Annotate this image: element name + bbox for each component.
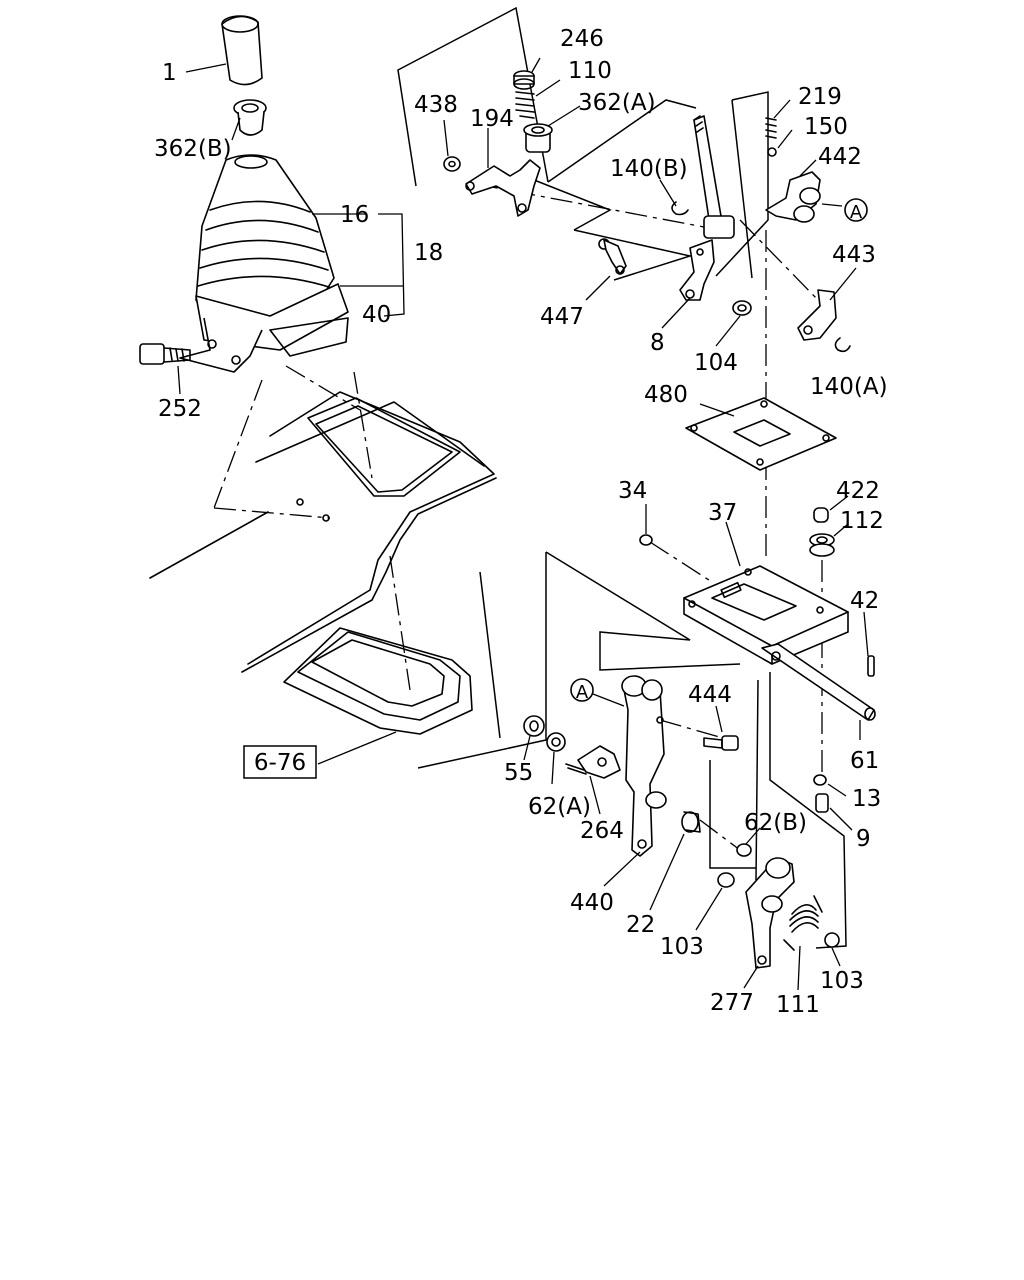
leader-lines <box>177 57 869 991</box>
callout-62b: 62(B) <box>744 810 807 836</box>
bushing-362b <box>233 99 267 136</box>
callout-42: 42 <box>850 588 879 614</box>
callout-438: 438 <box>414 92 458 118</box>
callout-444: 444 <box>688 682 732 708</box>
lever-277 <box>745 857 795 969</box>
link-447 <box>598 238 627 275</box>
floor-plate-6-76 <box>283 627 473 765</box>
ball-150 <box>767 147 777 157</box>
callout-112: 112 <box>840 508 884 534</box>
retainer-140a <box>834 337 851 353</box>
connector-A-bottom-label: A <box>576 682 589 703</box>
pin-42 <box>867 655 875 677</box>
callout-362b: 362(B) <box>154 136 232 162</box>
callout-447: 447 <box>540 304 584 330</box>
callout-61: 61 <box>850 748 879 774</box>
cab-floor-panel <box>149 391 497 673</box>
callout-140b: 140(B) <box>610 156 688 182</box>
spring-219 <box>765 117 777 139</box>
callout-362a: 362(A) <box>578 90 656 116</box>
callout-103-left: 103 <box>660 934 704 960</box>
reference-box: 6-76 <box>243 745 317 779</box>
callout-246: 246 <box>560 26 604 52</box>
callout-422: 422 <box>836 478 880 504</box>
lever-8 <box>679 239 715 301</box>
callout-22: 22 <box>626 912 655 938</box>
callout-8: 8 <box>650 330 665 356</box>
spring-110 <box>515 91 535 119</box>
bolt-9 <box>815 793 829 813</box>
bolt-34 <box>639 534 653 546</box>
rod-shaft <box>693 115 735 239</box>
connector-A-bottom <box>570 678 625 707</box>
plate-443 <box>797 289 837 341</box>
callout-150: 150 <box>804 114 848 140</box>
cap-246 <box>513 70 535 90</box>
retainer-140b <box>671 201 689 216</box>
bolt-444 <box>703 735 739 751</box>
washer-104 <box>732 300 752 316</box>
callout-194: 194 <box>470 106 514 132</box>
washer-62b <box>736 843 752 857</box>
callout-40: 40 <box>362 302 391 328</box>
bracket-264 <box>565 745 621 779</box>
callout-37: 37 <box>708 500 737 526</box>
callout-103-right: 103 <box>820 968 864 994</box>
bushing-362a <box>523 123 553 153</box>
callout-443: 443 <box>832 242 876 268</box>
callout-111: 111 <box>776 992 820 1018</box>
callout-62a: 62(A) <box>528 794 591 820</box>
callout-18: 18 <box>414 240 443 266</box>
callout-labels: 1 362(B) 16 18 40 252 246 110 362(A) 438… <box>154 26 888 1018</box>
callout-480: 480 <box>644 382 688 408</box>
callout-34: 34 <box>618 478 647 504</box>
callout-9: 9 <box>856 826 871 852</box>
callout-104: 104 <box>694 350 738 376</box>
washer-438 <box>443 156 461 172</box>
callout-16: 16 <box>340 202 369 228</box>
callout-252: 252 <box>158 396 202 422</box>
arm-440 <box>621 675 667 857</box>
shaft-61 <box>761 643 876 721</box>
callout-442: 442 <box>818 144 862 170</box>
callout-264: 264 <box>580 818 624 844</box>
spring-111 <box>783 895 823 951</box>
gasket-480 <box>685 397 837 471</box>
washer-13 <box>813 774 827 786</box>
callout-110: 110 <box>568 58 612 84</box>
callout-440: 440 <box>570 890 614 916</box>
connector-A-top-label: A <box>850 202 863 223</box>
callout-55: 55 <box>504 760 533 786</box>
washer-55 <box>523 715 545 737</box>
callout-1: 1 <box>162 60 177 86</box>
bolt-252 <box>139 343 191 365</box>
callout-140a: 140(A) <box>810 374 888 400</box>
connector-A-top <box>844 198 868 222</box>
washer-62a <box>546 732 566 752</box>
lever-442 <box>765 171 821 223</box>
bushing-103-left <box>717 872 735 888</box>
bracket-18 <box>179 317 263 373</box>
bushing-103-right <box>824 932 840 948</box>
callout-219: 219 <box>798 84 842 110</box>
bushing-22 <box>681 811 701 833</box>
knob-1 <box>221 15 263 86</box>
cap-422 <box>813 507 829 523</box>
lever-194 <box>465 159 541 217</box>
grommet-112 <box>809 533 835 557</box>
reference-box-label: 6-76 <box>254 750 306 776</box>
callout-277: 277 <box>710 990 754 1016</box>
callout-13: 13 <box>852 786 881 812</box>
